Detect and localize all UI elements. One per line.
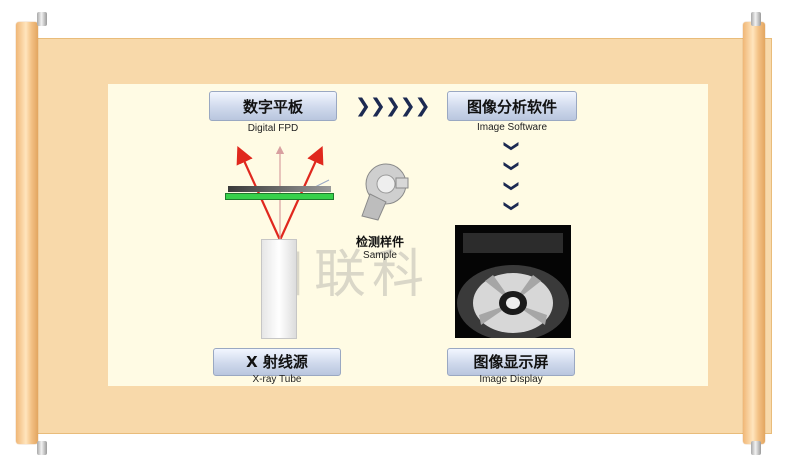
sample-part-icon bbox=[361, 163, 409, 221]
fpd-header: 数字平板 bbox=[209, 91, 337, 121]
x-ray-tube-icon bbox=[261, 239, 297, 339]
scroll-knob-icon bbox=[37, 12, 47, 26]
vertical-arrows: ❯ ❯ ❯ ❯ bbox=[503, 136, 521, 216]
tube-header: X 射线源 bbox=[213, 348, 341, 376]
display-image-icon bbox=[455, 225, 571, 341]
fpd-subtitle: Digital FPD bbox=[247, 123, 299, 134]
fpd-title: 数字平板 bbox=[242, 98, 303, 116]
down-arrow-icon: ❯ bbox=[503, 199, 521, 213]
software-subtitle: Image Software bbox=[476, 122, 548, 133]
image-display bbox=[455, 225, 571, 341]
tube-subtitle: X-ray Tube bbox=[252, 374, 302, 385]
scroll-rod-left-icon bbox=[16, 22, 38, 444]
down-arrow-icon: ❯ bbox=[503, 159, 521, 173]
software-header: 图像分析软件 bbox=[447, 91, 577, 121]
scroll-knob-icon bbox=[751, 12, 761, 26]
detector-plate bbox=[228, 186, 331, 192]
down-arrow-icon: ❯ bbox=[503, 139, 521, 153]
sample-subtitle: Sample bbox=[363, 250, 397, 261]
software-title: 图像分析软件 bbox=[466, 98, 557, 116]
display-subtitle: Image Display bbox=[479, 374, 543, 385]
down-arrow-icon: ❯ bbox=[503, 179, 521, 193]
diagram-panel bbox=[108, 84, 708, 386]
scroll-rod-right-icon bbox=[743, 22, 765, 444]
detector-bar bbox=[225, 193, 334, 200]
display-header: 图像显示屏 bbox=[447, 348, 575, 376]
horizontal-arrows-icon: ❯❯❯❯❯ bbox=[355, 95, 431, 117]
sample-title: 检测样件 bbox=[355, 235, 404, 249]
tube-title: X 射线源 bbox=[246, 353, 308, 371]
scroll-knob-icon bbox=[37, 441, 47, 455]
scroll-knob-icon bbox=[751, 441, 761, 455]
display-title: 图像显示屏 bbox=[473, 353, 549, 371]
